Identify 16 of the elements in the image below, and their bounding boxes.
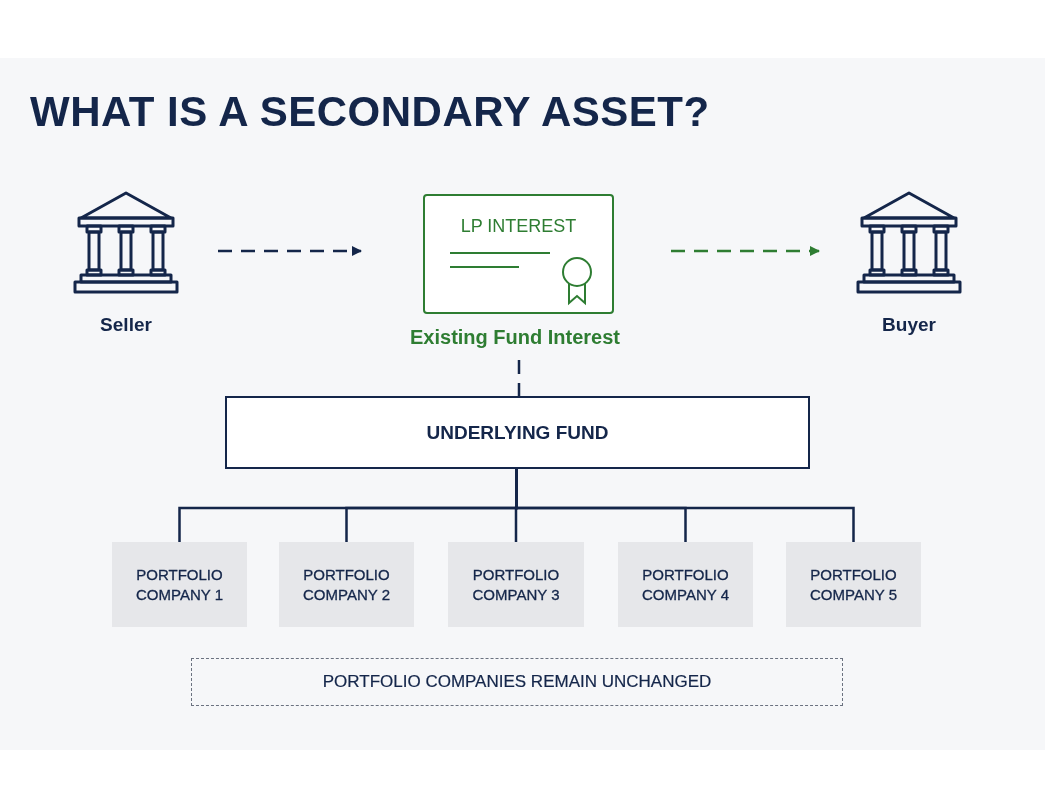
arrow — [218, 246, 362, 256]
arrow — [671, 246, 820, 256]
connector-line — [515, 469, 855, 542]
title: WHAT IS A SECONDARY ASSET? — [30, 88, 710, 136]
process-box: UNDERLYING FUND — [225, 396, 810, 469]
company-box: PORTFOLIO COMPANY 1 — [112, 542, 247, 627]
company-box: PORTFOLIO COMPANY 3 — [448, 542, 584, 627]
company-box: PORTFOLIO COMPANY 2 — [279, 542, 414, 627]
node-caption: Existing Fund Interest — [409, 326, 621, 349]
company-box: PORTFOLIO COMPANY 4 — [618, 542, 753, 627]
card-heading: LP INTEREST — [459, 216, 578, 237]
node-label: Seller — [99, 314, 153, 336]
note-box: PORTFOLIO COMPANIES REMAIN UNCHANGED — [191, 658, 843, 706]
node-label: Buyer — [881, 314, 937, 336]
company-box: PORTFOLIO COMPANY 5 — [786, 542, 921, 627]
connector-line — [517, 360, 521, 396]
